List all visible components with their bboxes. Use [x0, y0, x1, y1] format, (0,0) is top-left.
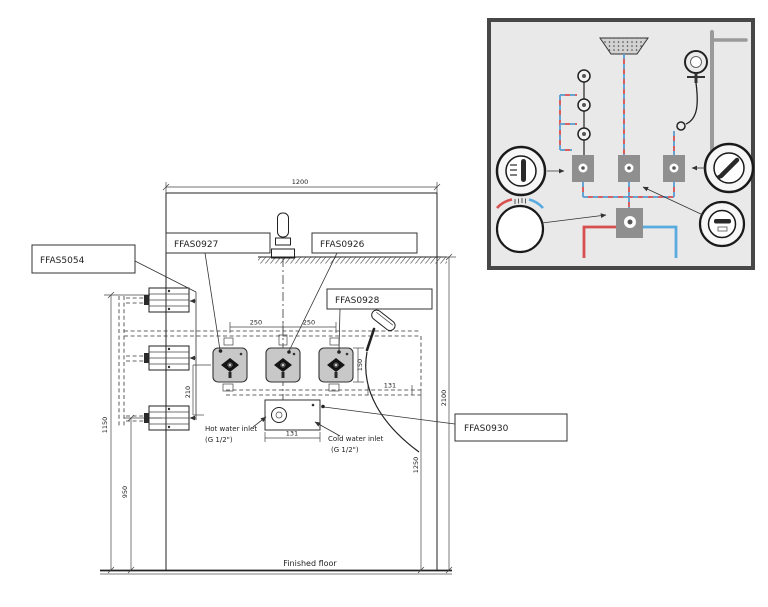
dimension-outlet-offset: 131 — [367, 382, 413, 395]
body-spray-bottom — [144, 405, 190, 431]
dimension-left-outer: 1150 — [101, 291, 150, 574]
dimension-valve-spacing: 250 250 — [229, 319, 337, 333]
label-ffas5054: FFAS5054 — [40, 256, 85, 266]
cold-supply-pipe — [643, 225, 678, 258]
dim-1150: 1150 — [101, 417, 109, 434]
valve-trim-right — [318, 337, 354, 392]
dim-250-left: 250 — [250, 319, 262, 327]
dim-131-bottom: 131 — [286, 430, 298, 438]
dim-210: 210 — [184, 386, 192, 398]
flow-control-knob-icon — [642, 186, 746, 248]
callout-valve-right: FFAS0928 — [326, 288, 433, 354]
hot-supply-pipe — [582, 225, 616, 258]
body-spray-middle — [144, 345, 190, 371]
hot-inlet-size: (G 1/2") — [205, 436, 233, 444]
valve-trims — [212, 334, 354, 392]
hot-inlet-label: Hot water inlet — [205, 425, 257, 433]
cold-inlet-size: (G 1/2") — [331, 446, 359, 454]
label-ffas0927: FFAS0927 — [174, 240, 218, 250]
dim-1250: 1250 — [412, 457, 420, 474]
dim-150: 150 — [356, 359, 364, 371]
body-spray-fixtures — [144, 287, 190, 431]
concealed-piping — [118, 296, 422, 428]
label-ffas0928: FFAS0928 — [335, 296, 380, 306]
dim-950: 950 — [121, 486, 129, 498]
finished-floor-label: Finished floor — [283, 559, 337, 568]
dimension-valve-height: 150 — [353, 347, 364, 383]
mixer-rough-in — [264, 399, 321, 431]
dim-250-right: 250 — [303, 319, 315, 327]
ceiling-shower-arm-icon — [271, 212, 295, 259]
callout-valve-left: FFAS0927 — [165, 232, 271, 353]
label-ffas0930: FFAS0930 — [464, 424, 509, 434]
dim-131-right: 131 — [384, 382, 396, 390]
hot-water-inlet-note: Hot water inlet (G 1/2") — [205, 416, 267, 444]
callout-shower-system: FFAS0930 — [321, 404, 568, 442]
dim-2100: 2100 — [440, 390, 448, 407]
ceiling-line — [258, 256, 447, 264]
valve-trim-center — [265, 334, 301, 383]
dimension-top-width: 1200 — [162, 178, 441, 193]
dimension-right-inner: 1250 — [412, 390, 425, 574]
inset-body-sprays — [577, 69, 591, 155]
temperature-knob-icon — [495, 198, 607, 254]
diverter-lever-knob-icon — [691, 142, 755, 194]
dimension-right-outer: 2100 — [440, 253, 456, 574]
dimension-valve-drop: 210 — [184, 364, 211, 416]
dim-1200: 1200 — [292, 178, 309, 186]
mixed-supply-lines — [559, 54, 675, 208]
main-elevation-drawing: 1200 Finished floor 1150 950 — [31, 178, 568, 575]
inset-hand-shower — [676, 30, 748, 152]
dimension-left-inner: 950 — [121, 414, 162, 574]
inset-schematic-panel — [487, 18, 755, 270]
cold-inlet-label: Cold water inlet — [328, 435, 384, 443]
valve-trim-left — [212, 337, 248, 392]
dimension-inlet-spacing: 131 — [264, 430, 321, 442]
inset-valve-boxes — [572, 155, 685, 182]
callout-body-spray: FFAS5054 — [31, 244, 197, 421]
callout-valve-center: FFAS0926 — [287, 232, 418, 354]
volume-control-knob-icon — [495, 145, 565, 197]
label-ffas0926: FFAS0926 — [320, 240, 365, 250]
rain-shower-head-icon — [599, 37, 649, 55]
body-spray-top — [144, 287, 190, 313]
hand-shower-icon — [365, 309, 420, 453]
inset-thermostatic-mixer — [616, 208, 643, 238]
finished-floor: Finished floor — [100, 559, 452, 575]
cold-water-inlet-note: Cold water inlet (G 1/2") — [314, 421, 384, 454]
